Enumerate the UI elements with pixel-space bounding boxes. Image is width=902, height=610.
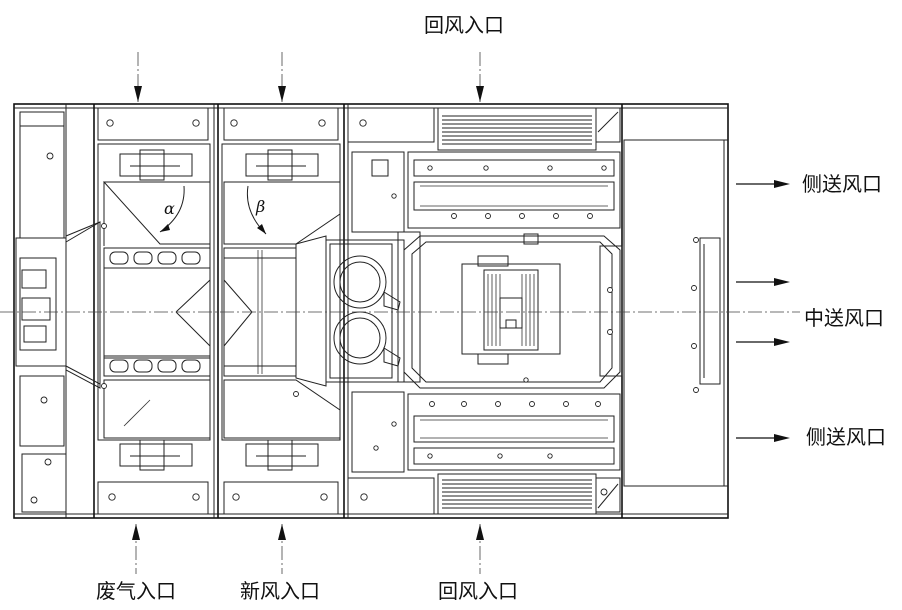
center-supply-outlet-label: 中送风口 bbox=[804, 306, 884, 330]
left-end-section bbox=[15, 111, 101, 513]
exhaust-section bbox=[65, 143, 211, 471]
top-return-air-inlet-label: 回风入口 bbox=[424, 13, 504, 37]
exhaust-air-inlet-label: 废气入口 bbox=[96, 579, 176, 603]
side-supply-outlet-top-label: 侧送风口 bbox=[802, 172, 882, 196]
fresh-air-section bbox=[221, 143, 341, 471]
supply-fan-section bbox=[403, 151, 623, 471]
beta-angle-label: β bbox=[255, 197, 265, 216]
alpha-angle-label: α bbox=[164, 199, 175, 218]
angle-markers: α β bbox=[159, 185, 267, 235]
strip-panels bbox=[97, 107, 435, 515]
bottom-return-air-grille bbox=[437, 473, 621, 515]
airflow-arrows bbox=[132, 52, 790, 574]
bottom-return-air-inlet-label: 回风入口 bbox=[438, 579, 518, 603]
outer-frame bbox=[13, 103, 729, 519]
side-supply-outlet-bottom-label: 侧送风口 bbox=[806, 425, 886, 449]
right-supply-plenum bbox=[623, 139, 728, 487]
fresh-air-inlet-label: 新风入口 bbox=[240, 579, 320, 603]
top-return-air-grille bbox=[437, 107, 621, 151]
